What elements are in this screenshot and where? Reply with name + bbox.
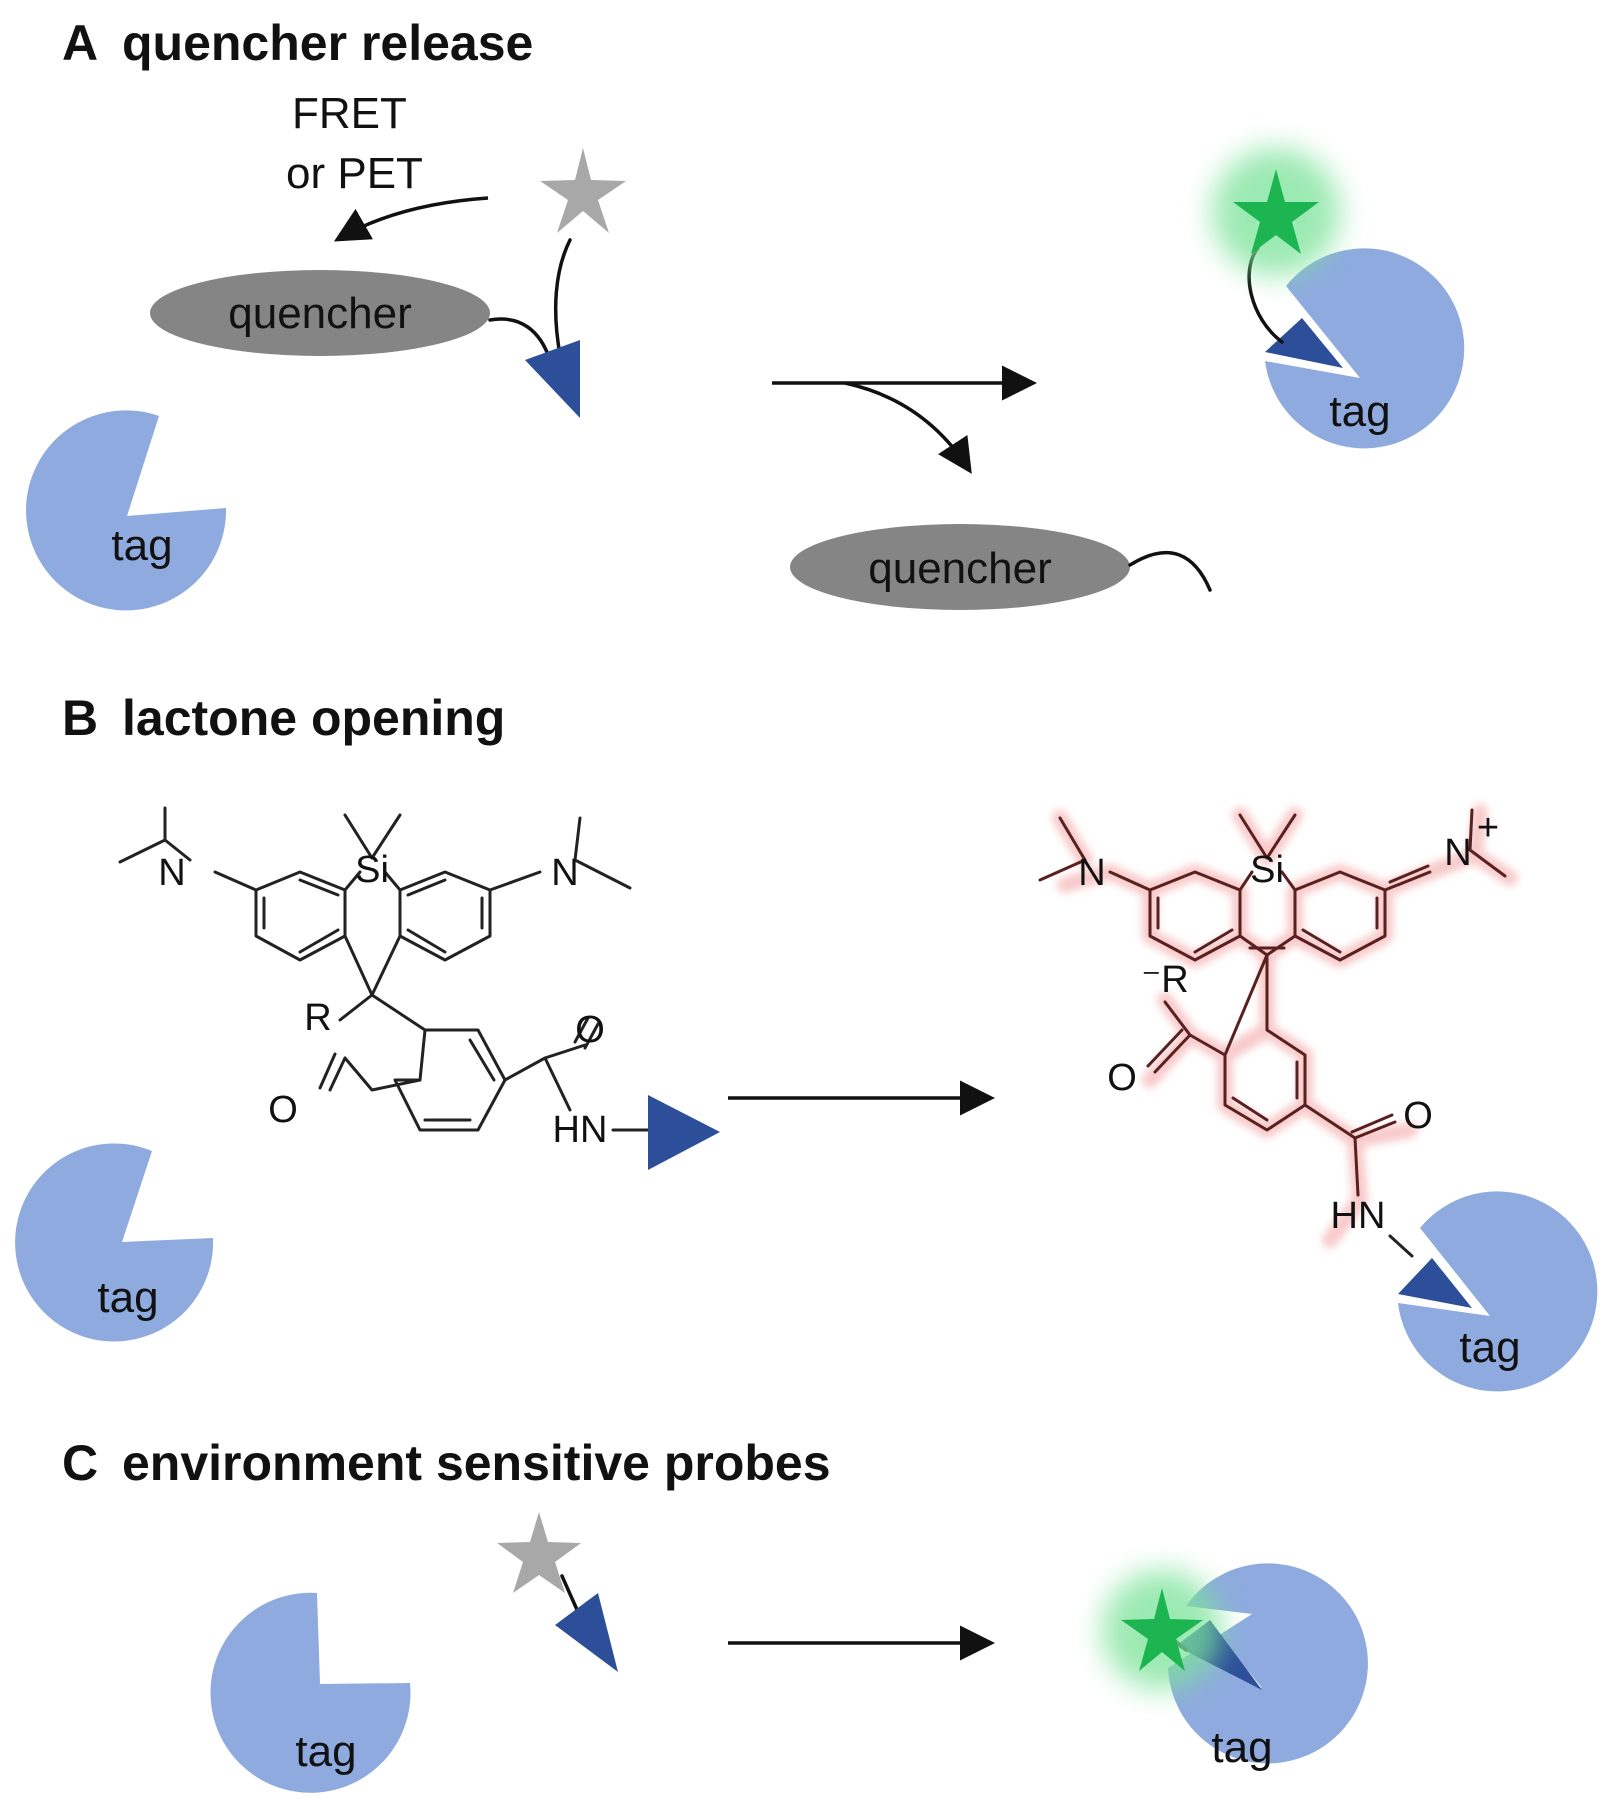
- panel-c: C environment sensitive probes tag tag: [62, 1435, 1368, 1793]
- triangle-ligand-icon: [1398, 1258, 1472, 1308]
- panel-a: A quencher release FRET or PET quencher …: [26, 15, 1465, 611]
- panel-b-title: lactone opening: [122, 690, 505, 746]
- fluorophore-tether: [553, 238, 572, 357]
- hn-atom-red: HN: [1331, 1195, 1386, 1237]
- acyl-bonds-red: [1146, 1000, 1227, 1074]
- quencher-label: quencher: [228, 289, 411, 338]
- tag-linker-bond: [1388, 1234, 1414, 1258]
- n-plus-atom: N: [1444, 832, 1471, 874]
- amide-carbonyl: [573, 1016, 600, 1050]
- lactone-carbonyl: [318, 1052, 347, 1092]
- pet-label: or PET: [286, 149, 423, 198]
- tag-label-a-right: tag: [1329, 387, 1390, 436]
- n-left-atom: N: [158, 852, 185, 894]
- pacman-tag-icon: [1398, 1191, 1598, 1392]
- pacman-tag-icon: [1265, 248, 1465, 449]
- o-carbonyl-atom: O: [268, 1089, 298, 1131]
- spirolactone-structure: Si N N R O O HN: [118, 806, 652, 1151]
- benzo-double-bonds: [423, 1038, 496, 1122]
- plus-charge: +: [1477, 807, 1499, 849]
- released-quencher-ellipse-icon: [790, 524, 1130, 610]
- hn-atom: HN: [553, 1109, 608, 1151]
- o-carbonyl-atom-red: O: [1107, 1057, 1137, 1099]
- triangle-ligand-icon: [1265, 318, 1343, 368]
- probe-tether: [560, 1574, 580, 1614]
- amide-bonds: [503, 1043, 587, 1112]
- benzoate-double-red: [1231, 1060, 1299, 1122]
- left-aryl-double-red: [1156, 896, 1234, 954]
- quench-arrow-icon: [333, 196, 489, 242]
- tag-label-a-left: tag: [111, 521, 172, 570]
- benzo-ring-bonds: [393, 1028, 507, 1132]
- triangle-ligand-icon: [648, 1095, 720, 1170]
- o-amide-atom: O: [575, 1009, 605, 1051]
- r-atom: R: [304, 997, 331, 1039]
- right-aryl-ring: [398, 870, 492, 962]
- fret-label: FRET: [292, 89, 407, 138]
- nme2-left-red: [1038, 816, 1152, 892]
- si-atom: Si: [355, 849, 389, 891]
- tag-label-c-right: tag: [1211, 1723, 1272, 1772]
- panel-b: B lactone opening Si N N R O: [15, 690, 1598, 1392]
- tag-label-b-left: tag: [97, 1273, 158, 1322]
- quencher-ellipse-icon: [150, 270, 490, 356]
- si-methyl-bonds: [343, 813, 402, 860]
- zwitterion-structure: Si N N + ⁻R O O HN: [1038, 804, 1518, 1248]
- dark-star-icon: [540, 148, 626, 233]
- triangle-ligand-icon: [525, 340, 580, 418]
- amide-red: [1303, 1103, 1397, 1197]
- n-left-atom-red: N: [1078, 852, 1105, 894]
- pacman-tag-icon: [210, 1592, 411, 1793]
- bright-star-icon: [1233, 169, 1319, 254]
- left-aryl-double-bonds: [262, 878, 340, 954]
- n-right-atom: N: [551, 852, 578, 894]
- pacman-tag-icon: [15, 1143, 214, 1342]
- pacman-tag-icon: [26, 410, 227, 611]
- lactone-ring-bonds: [338, 993, 427, 1092]
- tag-label-c-left: tag: [295, 1727, 356, 1776]
- si-methyl-bonds-red: [1238, 813, 1297, 860]
- nme2-right-bonds: [488, 816, 632, 892]
- triangle-ligand-icon: [555, 1593, 618, 1672]
- panel-b-letter: B: [62, 690, 98, 746]
- panel-a-title: quencher release: [122, 15, 533, 71]
- o-amide-atom-red: O: [1403, 1095, 1433, 1137]
- panel-a-letter: A: [62, 15, 98, 71]
- bright-star-icon: [1121, 1588, 1203, 1671]
- release-arrow-icon: [844, 381, 972, 474]
- panel-c-title: environment sensitive probes: [122, 1435, 831, 1491]
- panel-c-letter: C: [62, 1435, 98, 1491]
- released-tether: [1128, 550, 1212, 592]
- si-atom-red: Si: [1250, 849, 1284, 891]
- left-aryl-ring: [254, 870, 347, 962]
- pacman-tag-icon: [1168, 1563, 1368, 1764]
- nme2-right-red: [1383, 808, 1507, 892]
- r-minus-atom: ⁻R: [1141, 959, 1189, 1001]
- right-aryl-double-bonds: [406, 878, 484, 954]
- nme2-left-bonds: [118, 806, 258, 892]
- quencher-label-released: quencher: [868, 544, 1051, 593]
- dark-star-icon: [497, 1512, 581, 1593]
- tag-label-b-right: tag: [1459, 1323, 1520, 1372]
- central-ring-red: [1238, 870, 1297, 957]
- quencher-tether: [488, 317, 552, 362]
- benzoate-ring-red: [1223, 953, 1307, 1132]
- right-aryl-double-red: [1301, 896, 1379, 954]
